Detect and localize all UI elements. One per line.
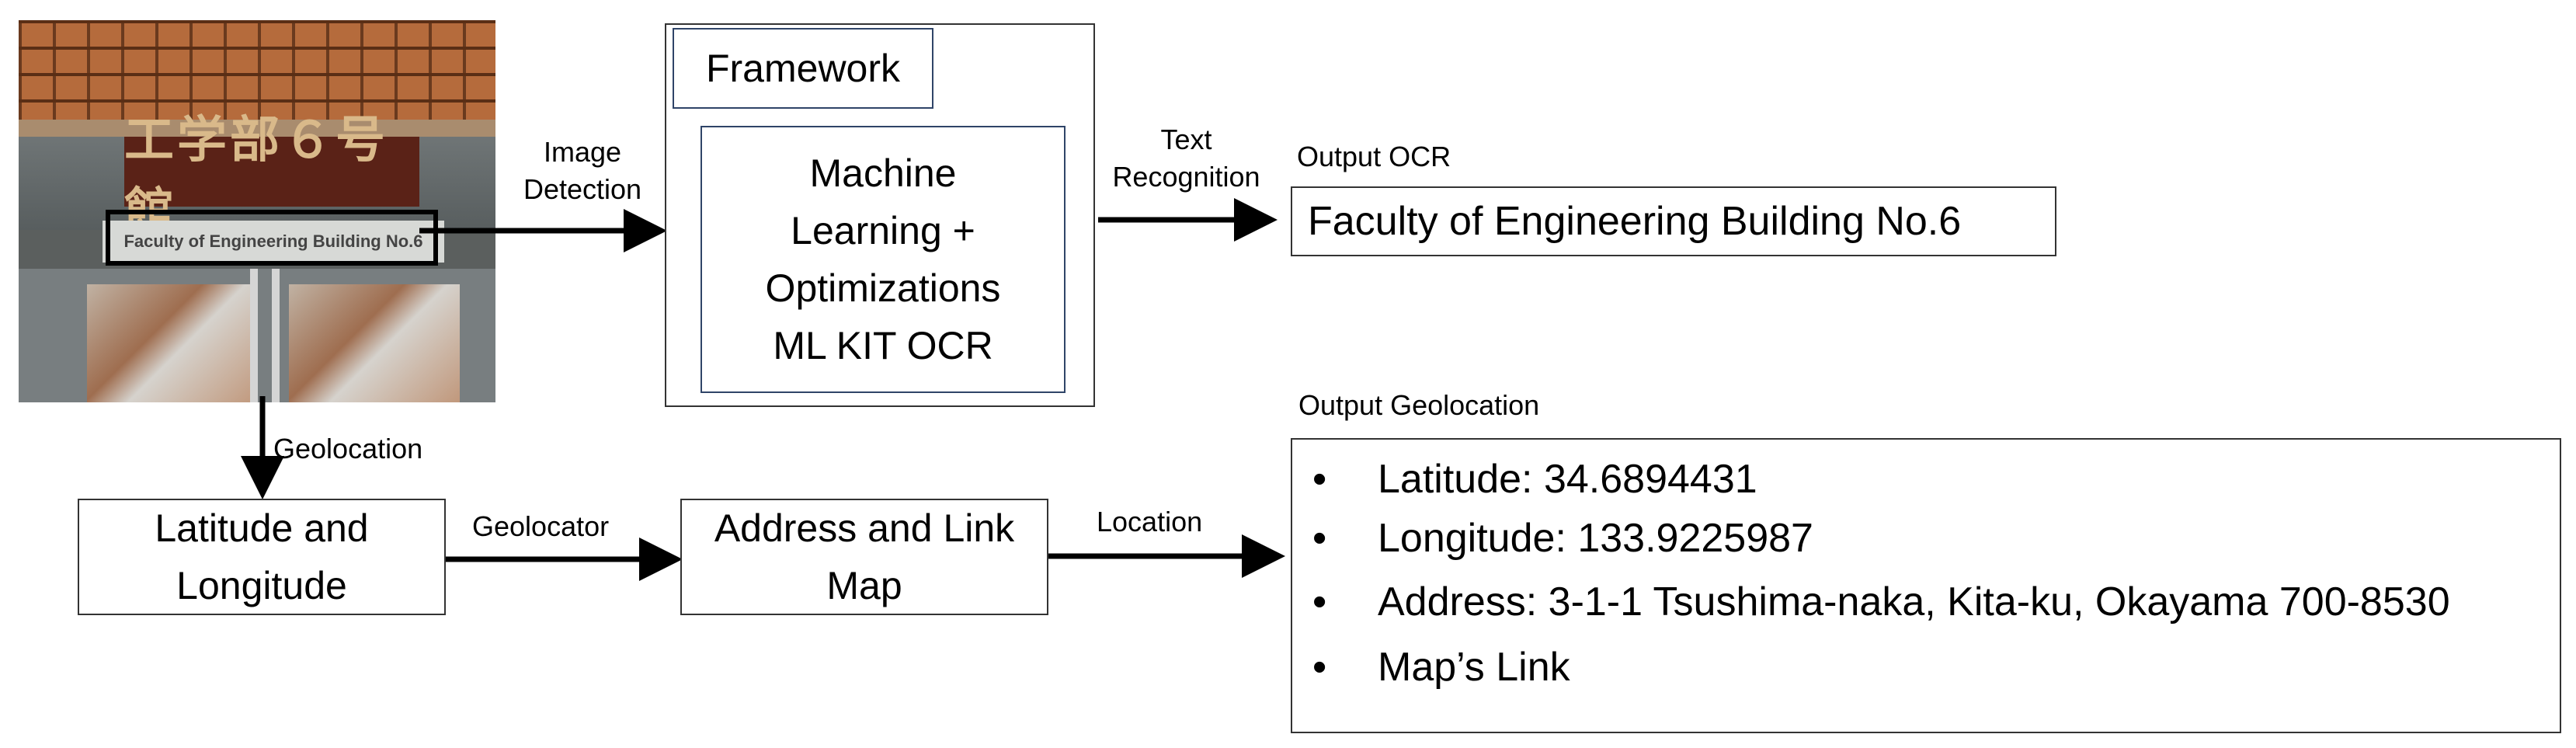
japanese-sign: 工学部６号館 — [124, 112, 419, 239]
output-ocr-label: Output OCR — [1297, 141, 1451, 172]
geo-item: • — [1312, 573, 1326, 631]
address-line: Address and Link — [714, 506, 1015, 550]
english-sign: Faculty of Engineering Building No.6 — [103, 221, 444, 263]
label-text-recognition: Text Recognition — [1087, 121, 1285, 196]
door-post — [250, 269, 258, 402]
bullet-icon: • — [1312, 579, 1327, 624]
label-location: Location — [1097, 506, 1203, 538]
geo-item: • — [1312, 510, 1326, 567]
output-geolocation-box: • Latitude: 34.6894431 • Longitude: 133.… — [1291, 438, 2561, 733]
framework-inner-box: Machine Learning + Optimizations ML KIT … — [700, 126, 1066, 393]
bullet-icon: • — [1312, 457, 1327, 502]
door-glass-right — [289, 284, 460, 402]
label-line: Detection — [523, 173, 642, 205]
framework-title: Framework — [673, 28, 933, 109]
framework-line: ML KIT OCR — [773, 324, 993, 367]
bullet-icon: • — [1312, 645, 1327, 690]
latlng-line: Longitude — [176, 564, 347, 607]
label-geolocator: Geolocator — [472, 510, 610, 542]
latlng-box: Latitude and Longitude — [78, 499, 446, 615]
detection-highlight — [106, 210, 438, 266]
geo-item: • — [1312, 638, 1326, 696]
framework-line: Machine — [809, 151, 957, 195]
output-geolocation-label: Output Geolocation — [1298, 389, 1540, 421]
door-glass-left — [87, 284, 258, 402]
input-photo: 工学部６号館 Faculty of Engineering Building N… — [19, 20, 495, 402]
label-line: Recognition — [1112, 161, 1260, 193]
latlng-line: Latitude and — [155, 506, 369, 550]
address-box: Address and Link Map — [680, 499, 1048, 615]
geo-item-map-link: Map’s Link — [1378, 645, 1570, 690]
address-line: Map — [826, 564, 902, 607]
label-geolocation: Geolocation — [273, 433, 423, 464]
geo-item: • — [1312, 451, 1326, 508]
label-line: Image — [543, 136, 622, 168]
label-image-detection: Image Detection — [509, 134, 656, 208]
framework-line: Optimizations — [765, 266, 1001, 310]
bullet-icon: • — [1312, 516, 1327, 561]
geo-item-latitude: Latitude: 34.6894431 — [1378, 457, 1757, 502]
beam — [19, 120, 495, 137]
geo-item-longitude: Longitude: 133.9225987 — [1378, 516, 1813, 561]
geo-item-address: Address: 3-1-1 Tsushima-naka, Kita-ku, O… — [1378, 579, 2450, 624]
door-post — [272, 269, 280, 402]
framework-line: Learning + — [791, 209, 975, 252]
brick-wall — [19, 20, 495, 120]
output-ocr-box: Faculty of Engineering Building No.6 — [1291, 186, 2056, 256]
label-line: Text — [1160, 124, 1212, 155]
